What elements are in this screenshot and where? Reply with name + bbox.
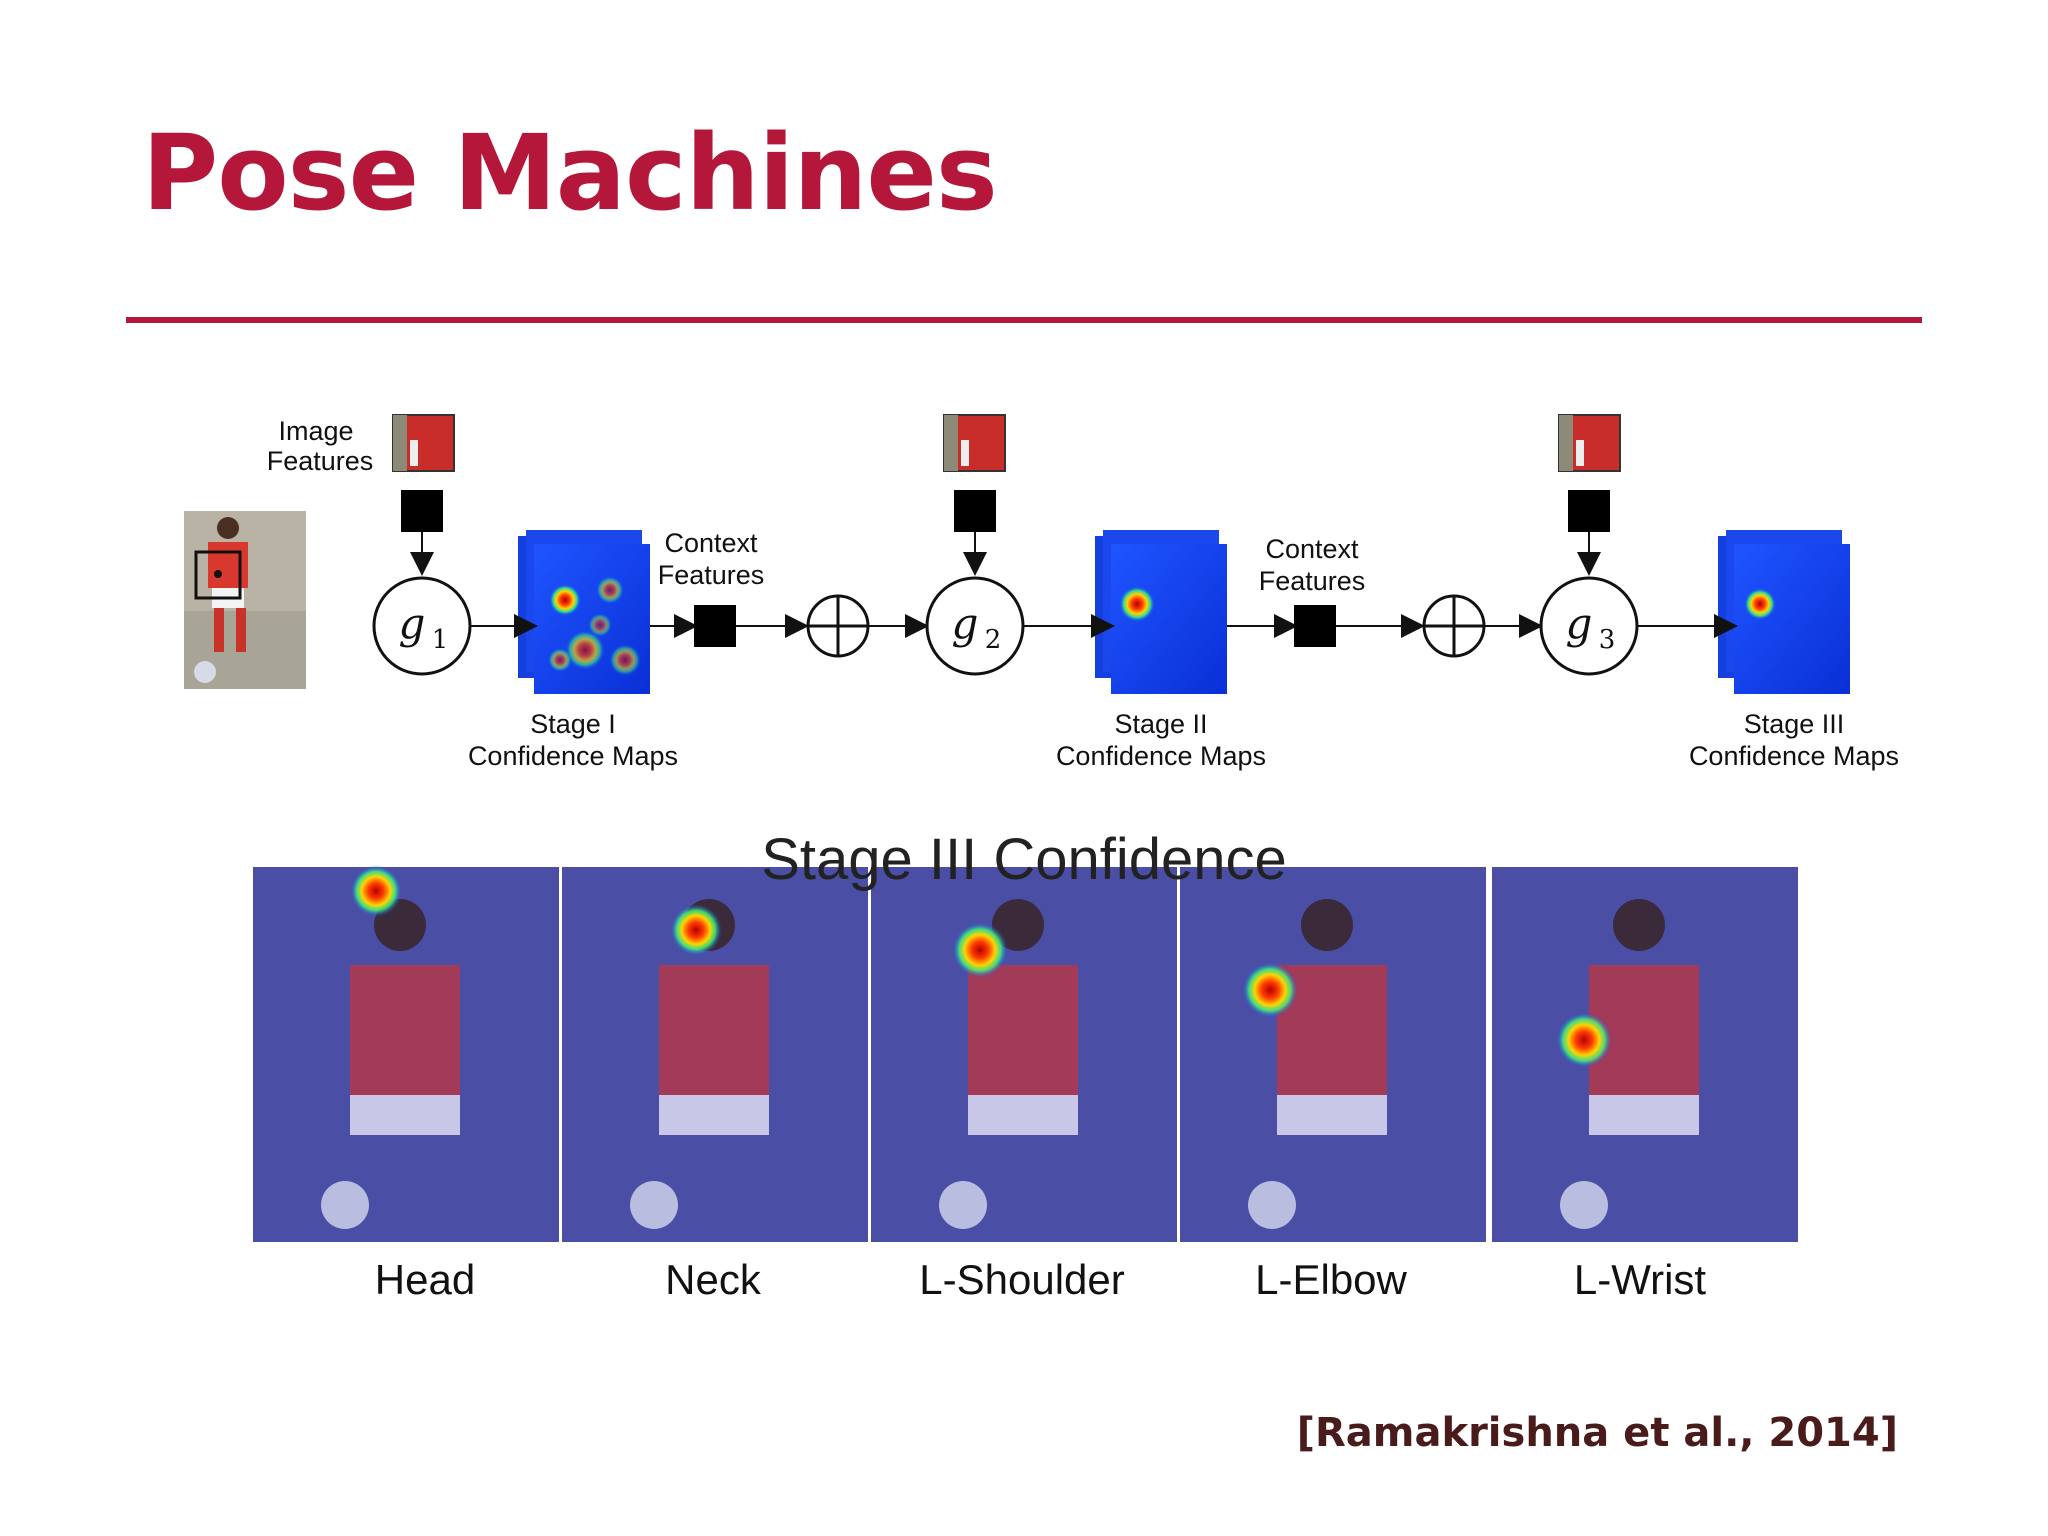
stage-2-label-a: Stage II: [1114, 709, 1207, 739]
feature-extractor-1: [401, 490, 443, 532]
pose-machine-diagram: Image Features g 1 g 2 g 3: [184, 414, 1899, 1242]
confidence-panel-l-elbow: [1180, 867, 1486, 1242]
stage-1-label-b: Confidence Maps: [468, 741, 678, 771]
svg-text:2: 2: [985, 625, 1002, 655]
citation: [Ramakrishna et al., 2014]: [1296, 1410, 1898, 1456]
image-patch-2: [943, 414, 1006, 472]
confidence-panel-l-wrist: [1492, 867, 1798, 1242]
caption-head: Head: [374, 1256, 476, 1303]
context-features-label-1b: Features: [658, 560, 765, 590]
title-divider: [126, 317, 1922, 323]
svg-text:g: g: [952, 599, 979, 648]
context-features-label-2a: Context: [1265, 534, 1359, 564]
feature-extractor-2: [954, 490, 996, 532]
confidence-panel-title: Stage III Confidence: [761, 827, 1287, 893]
svg-text:1: 1: [432, 625, 449, 655]
image-patch-3: [1558, 414, 1621, 472]
svg-text:g: g: [1566, 599, 1593, 648]
sum-node-2: [1422, 594, 1486, 658]
stage-1-confidence-maps: [518, 530, 650, 694]
context-extractor-1: [694, 605, 736, 647]
svg-text:g: g: [399, 599, 426, 648]
stage-2-confidence-maps: [1095, 530, 1227, 694]
stage-node-g1: g 1: [372, 576, 472, 676]
stage-2-label-b: Confidence Maps: [1056, 741, 1266, 771]
confidence-panel-head: [253, 865, 559, 1242]
context-features-label-2b: Features: [1259, 566, 1366, 596]
stage-node-g2: g 2: [925, 576, 1025, 676]
image-features-label-1: Image: [278, 416, 353, 446]
caption-l-wrist: L-Wrist: [1573, 1256, 1707, 1303]
sum-node-1: [806, 594, 870, 658]
stage-3-confidence-maps: [1718, 530, 1850, 694]
caption-l-elbow: L-Elbow: [1255, 1256, 1407, 1303]
stage-3-label-b: Confidence Maps: [1689, 741, 1899, 771]
caption-neck: Neck: [665, 1256, 761, 1303]
confidence-panel-neck: [562, 867, 868, 1242]
slide-title: Pose Machines: [142, 112, 998, 234]
context-features-label-1a: Context: [664, 528, 758, 558]
svg-text:3: 3: [1599, 625, 1616, 655]
image-features-label-2: Features: [267, 446, 374, 476]
confidence-panel-l-shoulder: [871, 867, 1177, 1242]
input-image: [184, 511, 306, 689]
image-patch-1: [392, 414, 455, 472]
stage-3-label-a: Stage III: [1744, 709, 1845, 739]
feature-extractor-3: [1568, 490, 1610, 532]
stage-1-label-a: Stage I: [530, 709, 616, 739]
context-extractor-2: [1294, 605, 1336, 647]
caption-l-shoulder: L-Shoulder: [919, 1256, 1125, 1303]
stage-node-g3: g 3: [1539, 576, 1639, 676]
